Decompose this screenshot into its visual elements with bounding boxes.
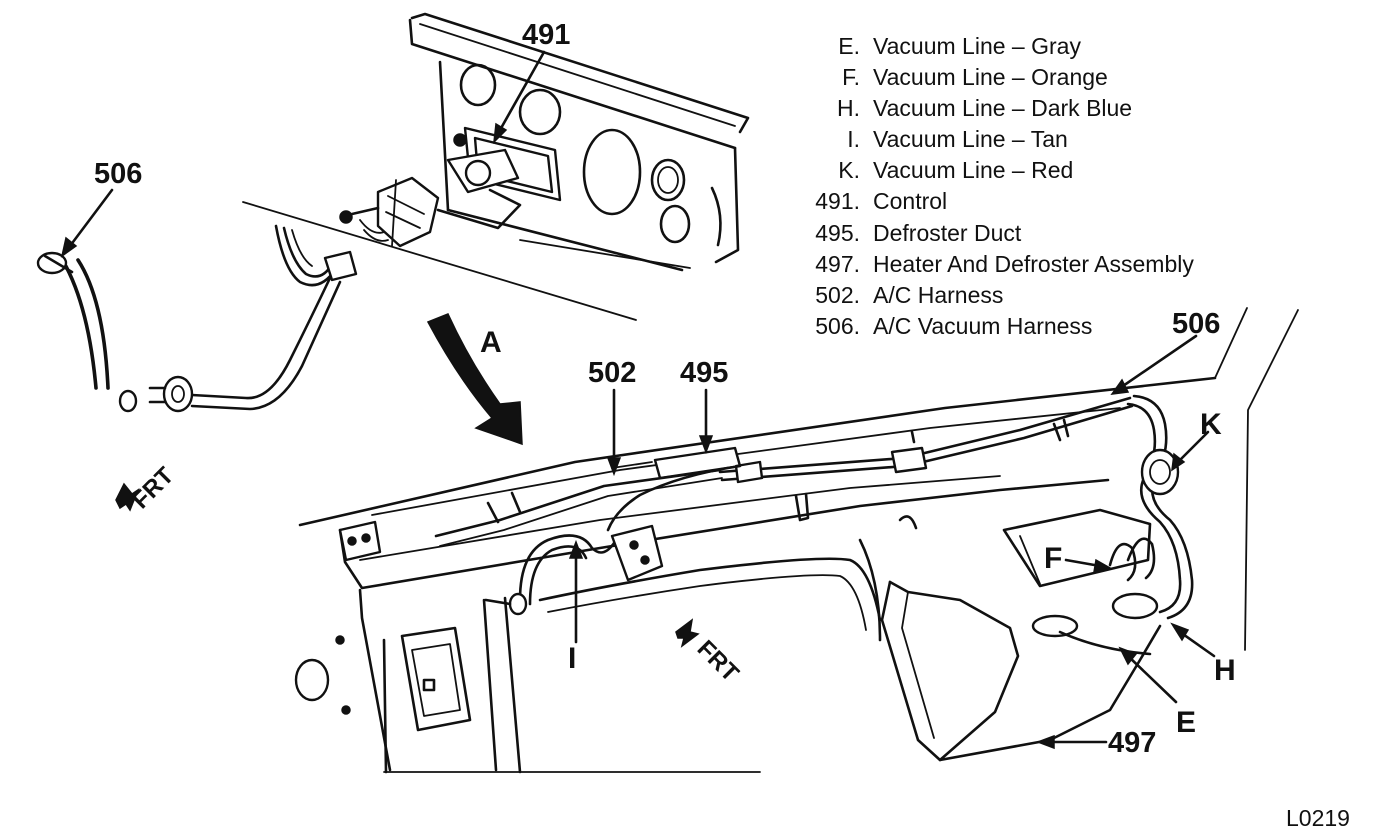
frt-arrow-left: FRT [115,462,179,514]
legend-text: Vacuum Line – Orange [873,64,1108,90]
callout-491: 491 [522,19,570,51]
view-a-arrow [426,313,523,446]
frt-label-center: FRT [692,635,744,687]
legend: E. Vacuum Line – Gray F. Vacuum Line – O… [815,33,1194,339]
legend-text: Vacuum Line – Red [873,157,1073,183]
legend-text: Vacuum Line – Tan [873,126,1068,152]
legend-key: K. [838,157,860,183]
figure-id: L0219 [1286,805,1350,831]
legend-text: Defroster Duct [873,220,1022,246]
legend-key: E. [838,33,860,59]
legend-key: 502. [815,282,860,308]
legend-key: 497. [815,251,860,277]
callout-view-a: A [480,326,502,359]
legend-text: Control [873,188,947,214]
legend-key: F. [842,64,860,90]
legend-text: A/C Harness [873,282,1003,308]
callout-line-k: K [1200,408,1222,441]
legend-text: Vacuum Line – Dark Blue [873,95,1132,121]
legend-key: 491. [815,188,860,214]
callout-line-i: I [568,642,576,675]
callout-495: 495 [680,357,728,389]
legend-text: A/C Vacuum Harness [873,313,1092,339]
callout-502: 502 [588,357,636,389]
callout-497: 497 [1108,727,1156,759]
legend-text: Vacuum Line – Gray [873,33,1081,59]
frt-arrow-center: FRT [675,618,744,687]
detail-view-dash [242,12,750,321]
callout-line-e: E [1176,706,1196,739]
legend-key: 495. [815,220,860,246]
main-view-dash-panel [294,307,1299,774]
frt-label-left: FRT [127,462,179,514]
legend-text: Heater And Defroster Assembly [873,251,1194,277]
legend-key: 506. [815,313,860,339]
callout-line-h: H [1214,654,1236,687]
legend-key: H. [837,95,860,121]
left-detail-vacuum-tube [36,251,342,413]
callout-506-right: 506 [1172,308,1220,340]
legend-key: I. [847,126,860,152]
callout-line-f: F [1044,542,1062,575]
leader-lines [60,50,1216,750]
callout-506-left: 506 [94,158,142,190]
